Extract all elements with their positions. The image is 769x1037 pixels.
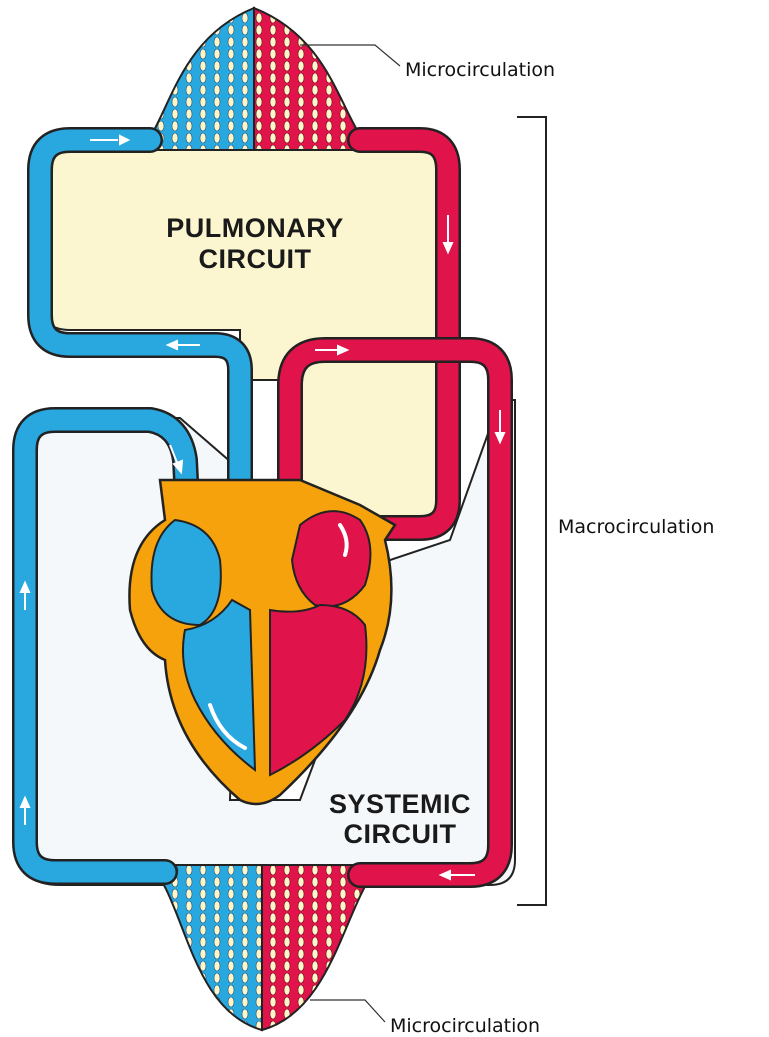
systemic-title-line1: SYSTEMIC	[329, 789, 471, 819]
pulmonary-title-line1: PULMONARY	[166, 213, 344, 243]
systemic-title-line2: CIRCUIT	[344, 819, 457, 849]
macro-label: Macrocirculation	[558, 516, 714, 538]
left-atrium	[292, 511, 370, 606]
bottom-capillary-bed	[150, 865, 380, 1030]
top-capillary-bed	[140, 8, 372, 150]
pulmonary-title-line2: CIRCUIT	[199, 244, 312, 274]
micro-bottom-label: Microcirculation	[390, 1015, 540, 1037]
macro-bracket	[517, 117, 546, 905]
micro-top-label: Microcirculation	[405, 59, 555, 81]
micro-bottom-leader	[310, 1000, 385, 1022]
